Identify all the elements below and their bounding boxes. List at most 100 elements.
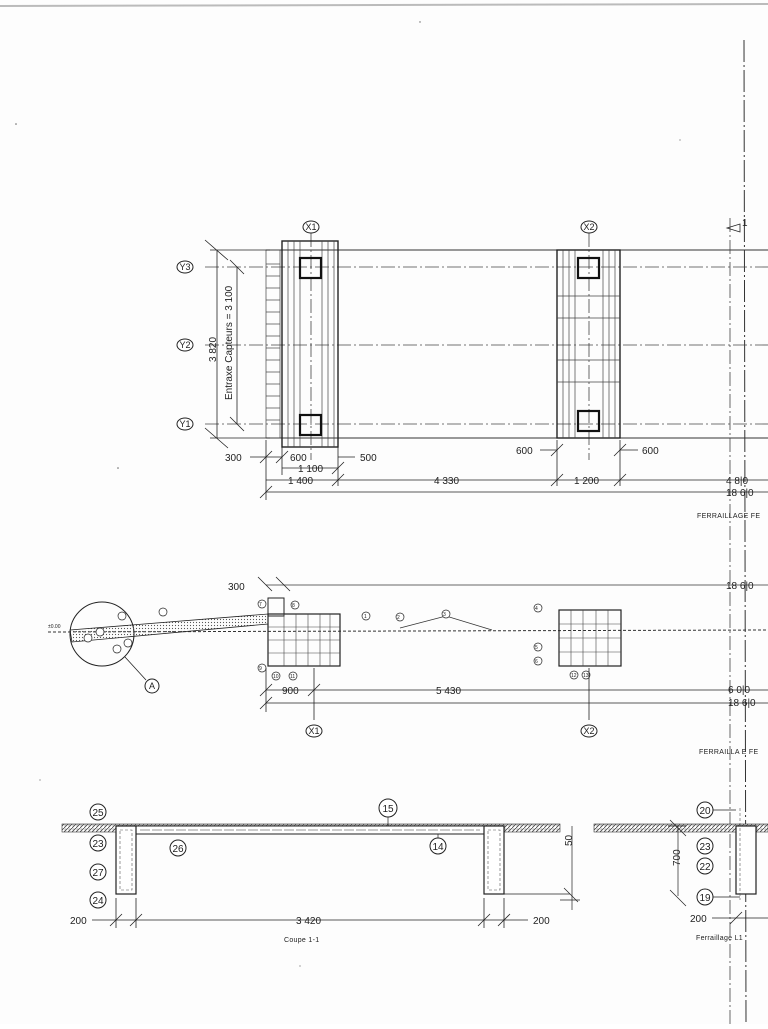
bar-mark-6: 6 — [535, 659, 538, 665]
axis-label-y3: Y3 — [179, 262, 190, 272]
bar-mark-9: 9 — [259, 666, 262, 672]
bar-mark-13: 13 — [583, 673, 589, 679]
sec-mark-15: 15 — [382, 804, 394, 815]
column-x2-y1 — [576, 409, 601, 433]
elevation-view: 300 18 6|0 ±0.00 A — [47, 576, 768, 756]
sec-mark-25: 25 — [92, 808, 104, 819]
sec-dim-200-right: 200 — [533, 916, 550, 927]
elev-axis-x1: X1 — [308, 726, 319, 736]
scan-edge — [0, 3, 768, 7]
section-right: 700 20 23 22 19 200 Ferraillage L1 — [593, 801, 768, 942]
axis-bubble-x1 — [302, 220, 320, 234]
dim-1200: 1 200 — [574, 476, 599, 487]
sec-bubble-24 — [89, 891, 107, 909]
section-mark-label: 1 — [742, 218, 748, 229]
sec-dim-50: 50 — [564, 834, 575, 846]
elev-dim-900: 900 — [282, 686, 299, 697]
sec-mark-14: 14 — [432, 842, 444, 853]
axis-bubble-x2 — [580, 220, 598, 234]
sec-bubble-27 — [89, 863, 107, 881]
axis-bubble-y1 — [176, 417, 194, 431]
dim-3820: 3 820 — [208, 337, 219, 362]
dim-300: 300 — [225, 453, 242, 464]
right-dim-200: 200 — [690, 914, 707, 925]
axis-label-x2: X2 — [583, 222, 594, 232]
detail-bubble-a — [144, 678, 160, 694]
axis-bubble-y2 — [176, 338, 194, 352]
starter-bars — [265, 249, 281, 439]
right-bubble-23 — [696, 837, 714, 855]
column-x2-y3 — [576, 256, 601, 280]
section-arrow — [725, 223, 741, 233]
sec-bubble-26 — [169, 839, 187, 857]
bar-mark-7: 7 — [259, 602, 262, 608]
right-bubble-22 — [696, 857, 714, 875]
right-mark-19: 19 — [699, 893, 711, 904]
dim-4800: 4 8|0 — [726, 476, 748, 487]
axis-label-y2: Y2 — [179, 340, 190, 350]
bar-mark-4: 4 — [535, 606, 538, 612]
right-mark-22: 22 — [699, 862, 711, 873]
dim-500: 500 — [360, 453, 377, 464]
dim-600-c: 600 — [642, 446, 659, 457]
plan-caption: FERRAILLAGE FE — [697, 513, 760, 520]
sec-dim-3420: 3 420 — [296, 916, 321, 927]
elev-dim-300: 300 — [228, 582, 245, 593]
dim-4330: 4 330 — [434, 476, 459, 487]
bar-mark-2: 2 — [397, 615, 400, 621]
elev-dim-5430: 5 430 — [436, 686, 461, 697]
bar-mark-8: 8 — [292, 603, 295, 609]
right-mark-23: 23 — [699, 842, 711, 853]
pier-left — [115, 825, 137, 895]
dim-600-a: 600 — [290, 453, 307, 464]
dim-18600-plan: 18 6|0 — [726, 488, 754, 499]
footing-x1 — [281, 240, 339, 448]
bar-mark-3: 3 — [443, 612, 446, 618]
bar-mark-1: 1 — [364, 614, 367, 620]
elevation-dimension-chains — [259, 668, 768, 720]
elevation-caption: FERRAILLA E FE — [699, 749, 758, 756]
section-dimension-chain — [92, 898, 528, 928]
bar-mark-10: 10 — [273, 674, 279, 680]
bar-mark-5: 5 — [535, 645, 538, 651]
sec-mark-27: 27 — [92, 868, 104, 879]
bar-mark-12: 12 — [571, 673, 577, 679]
section-caption: Coupe 1-1 — [284, 937, 319, 944]
axis-label-y1: Y1 — [179, 419, 190, 429]
vertical-dimension — [204, 239, 270, 449]
elev-axis-bubble-x1 — [305, 724, 323, 738]
dim-600-b: 600 — [516, 446, 533, 457]
bar-mark-11: 11 — [290, 674, 295, 680]
section-1-1: 50 25 23 27 24 26 15 14 200 3 420 200 Co — [61, 798, 580, 944]
right-caption: Ferraillage L1 — [696, 935, 743, 942]
column-x1-y1 — [298, 413, 323, 437]
footing-x2 — [556, 249, 621, 439]
sec-mark-26: 26 — [172, 844, 184, 855]
scan-specks — [15, 21, 681, 967]
column-x1-y3 — [298, 256, 323, 280]
pier-right — [483, 825, 505, 895]
axis-label-x1: X1 — [305, 222, 316, 232]
right-mark-20: 20 — [699, 806, 711, 817]
sec-mark-23: 23 — [92, 839, 104, 850]
elev-dim-18600-top: 18 6|0 — [726, 581, 754, 592]
dim-entraxe: Entraxe Capteurs = 3 100 — [224, 285, 235, 400]
plan-dimension-chains — [250, 440, 768, 500]
plan-view: X1 X2 Y3 Y2 Y1 1 3 820 Entraxe Capteurs … — [176, 218, 768, 1024]
elev-dim-6000: 6 0|0 — [728, 685, 750, 696]
pier-right-partial — [735, 825, 757, 895]
dim-1100: 1 100 — [298, 464, 323, 475]
elev-axis-bubble-x2 — [580, 724, 598, 738]
dim-1400: 1 400 — [288, 476, 313, 487]
sec-dim-200-left: 200 — [70, 916, 87, 927]
elev-dim-18600: 18 6|0 — [728, 698, 756, 709]
sec-bubble-25 — [89, 803, 107, 821]
level-label: ±0.00 — [48, 624, 61, 630]
right-dim-700: 700 — [672, 849, 683, 866]
axis-bubble-y3 — [176, 260, 194, 274]
column-x1-elevation — [267, 597, 285, 617]
sec-mark-24: 24 — [92, 896, 104, 907]
elev-axis-x2: X2 — [583, 726, 594, 736]
